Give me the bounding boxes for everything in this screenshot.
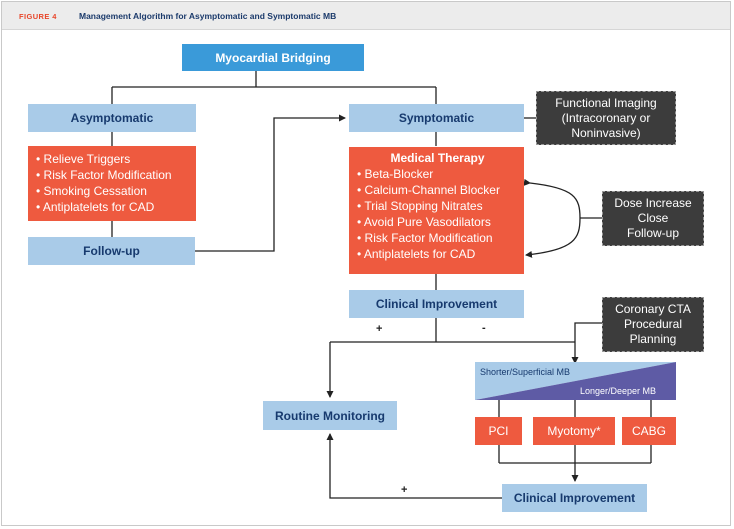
medical-therapy-box: Medical Therapy Beta-Blocker Calcium-Cha… [349,147,524,274]
spectrum-longer-label: Longer/Deeper MB [580,386,657,396]
medical-therapy-item: Antiplatelets for CAD [357,246,518,262]
follow-up-box: Follow-up [28,237,195,265]
connector-followup [195,114,346,252]
functional-imaging-line-3: Noninvasive) [571,125,641,140]
figure-title: Management Algorithm for Asymptomatic an… [79,11,337,21]
clinical-improvement-box-1: Clinical Improvement [349,290,524,318]
dose-increase-line-2: Close [637,211,669,225]
medical-therapy-item: Trial Stopping Nitrates [357,198,518,214]
medical-therapy-title: Medical Therapy [390,151,485,165]
myotomy-box: Myotomy* [533,417,615,445]
spectrum-shorter-label: Shorter/Superficial MB [480,367,571,377]
functional-imaging-line-2: (Intracoronary or [561,110,651,125]
coronary-cta-line-1: Coronary CTA [615,302,691,316]
connector-mb [111,71,437,104]
figure-label: FIGURE 4 [19,12,57,21]
dose-increase-box: Dose Increase Close Follow-up [602,191,704,246]
spectrum-dark [475,362,676,400]
medical-therapy-item: Risk Factor Modification [357,230,518,246]
medical-therapy-item: Calcium-Channel Blocker [357,182,518,198]
asymptomatic-item: Relieve Triggers [36,151,190,167]
asymptomatic-list: Relieve Triggers Risk Factor Modificatio… [28,146,196,221]
dose-increase-line-3: Follow-up [626,226,680,240]
asymptomatic-item: Risk Factor Modification [36,167,190,183]
loop-dose [523,178,581,258]
asymptomatic-item: Smoking Cessation [36,183,190,199]
functional-imaging-box: Functional Imaging (Intracoronary or Non… [536,91,676,145]
myocardial-bridging-box: Myocardial Bridging [182,44,364,71]
medical-therapy-item: Beta-Blocker [357,166,518,182]
medical-therapy-item: Avoid Pure Vasodilators [357,214,518,230]
minus-sign-1: - [482,322,486,334]
coronary-cta-line-3: Planning [629,332,677,346]
asymptomatic-box: Asymptomatic [28,104,196,132]
plus-sign-2: + [401,484,408,496]
coronary-cta-box: Coronary CTA Procedural Planning [602,297,704,352]
plus-sign-1: + [376,323,383,335]
asymptomatic-item: Antiplatelets for CAD [36,199,190,215]
connector-procedures [498,399,652,417]
connector-ci-split [330,318,575,397]
cabg-box: CABG [622,417,676,445]
symptomatic-box: Symptomatic [349,104,524,132]
connector-back [326,433,502,499]
connector-proc-merge [498,445,652,481]
dose-increase-line-1: Dose Increase [614,196,692,210]
clinical-improvement-box-2: Clinical Improvement [502,484,647,512]
functional-imaging-line-1: Functional Imaging [555,95,657,110]
routine-monitoring-box: Routine Monitoring [263,401,397,430]
pci-box: PCI [475,417,522,445]
figure-header: FIGURE 4 Management Algorithm for Asympt… [2,2,730,30]
connector-cta [574,322,602,342]
coronary-cta-line-2: Procedural [623,317,683,331]
